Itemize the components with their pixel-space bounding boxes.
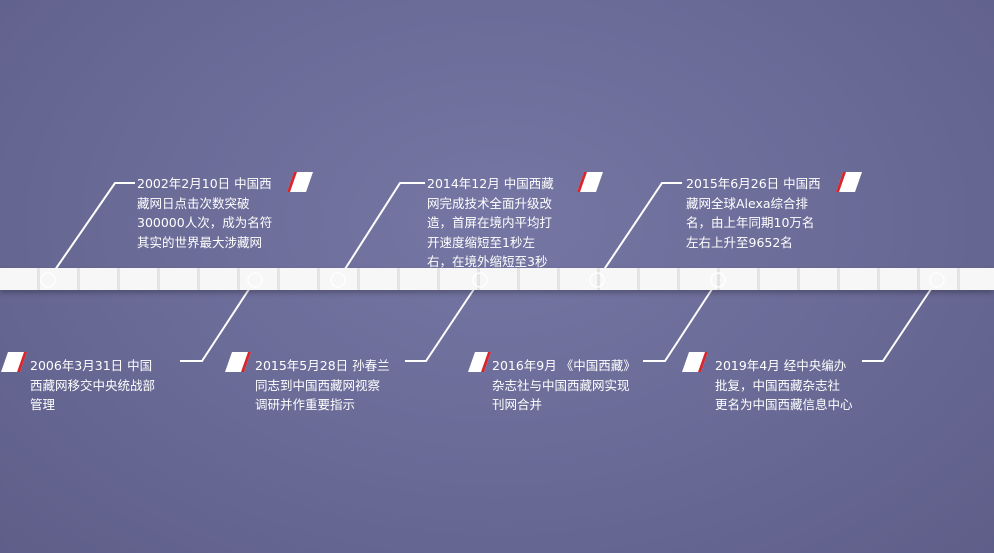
event-2016: 2016年9月 《中国西藏》 杂志社与中国西藏网实现 刊网合并 — [492, 356, 636, 415]
event-line: 网完成技术全面升级改 — [427, 195, 553, 211]
flag-icon — [1, 352, 27, 372]
connector-line — [405, 279, 481, 362]
event-line: 2015年6月26日 中国西 — [686, 176, 821, 191]
flag-icon — [836, 172, 862, 192]
event-line: 造，首屏在境内平均打 — [427, 215, 553, 230]
event-line: 开速度缩短至1秒左 — [427, 234, 535, 250]
event-line: 2015年5月28日 孙春兰 — [255, 358, 390, 373]
event-line: 右，在境外缩短至3秒 — [427, 254, 548, 269]
event-line: 杂志社与中国西藏网实现 — [492, 377, 630, 393]
event-line: 2002年2月10日 中国西 — [137, 176, 272, 191]
timeline-node — [929, 272, 945, 288]
event-line: 300000人次，成为名符 — [137, 215, 273, 230]
timeline-node — [472, 272, 488, 288]
event-line: 藏网日点击次数突破 — [137, 195, 250, 211]
event-line: 西藏网移交中央统战部 — [30, 377, 156, 393]
event-line: 同志到中国西藏网视察 — [255, 377, 381, 393]
timeline-node — [40, 272, 56, 288]
flag-icon — [468, 352, 491, 372]
connector-line — [180, 279, 256, 362]
flag-icon — [225, 352, 251, 372]
event-line: 其实的世界最大涉藏网 — [137, 234, 263, 250]
flag-icon — [682, 352, 708, 372]
connector-line — [862, 279, 938, 362]
event-line: 左右上升至9652名 — [686, 234, 793, 250]
connector-line — [47, 182, 135, 281]
event-2014: 2014年12月 中国西藏 网完成技术全面升级改 造，首屏在境内平均打 开速度缩… — [427, 174, 554, 272]
event-2015-06: 2015年6月26日 中国西 藏网全球Alexa综合排 名，由上年同期10万名 … — [686, 174, 821, 252]
event-line: 2014年12月 中国西藏 — [427, 176, 554, 191]
event-line: 2016年9月 《中国西藏》 — [492, 358, 636, 373]
timeline-node — [247, 272, 263, 288]
event-line: 刊网合并 — [492, 397, 543, 412]
event-line: 2006年3月31日 中国 — [30, 358, 153, 373]
event-line: 更名为中国西藏信息中心 — [715, 397, 853, 412]
event-2002: 2002年2月10日 中国西 藏网日点击次数突破 300000人次，成为名符 其… — [137, 174, 272, 252]
event-line: 管理 — [30, 397, 56, 412]
flag-icon — [577, 172, 603, 192]
event-2019: 2019年4月 经中央编办 批复，中国西藏杂志社 更名为中国西藏信息中心 — [715, 356, 853, 415]
connector-line — [643, 279, 719, 362]
event-line: 批复，中国西藏杂志社 — [715, 377, 841, 393]
connector-line — [596, 182, 682, 281]
timeline-band — [0, 268, 994, 290]
flag-icon — [287, 172, 313, 192]
event-line: 藏网全球Alexa综合排 — [686, 195, 809, 211]
timeline-node — [710, 272, 726, 288]
timeline-node — [589, 272, 605, 288]
connector-line — [337, 182, 425, 281]
event-2006: 2006年3月31日 中国 西藏网移交中央统战部 管理 — [30, 356, 155, 415]
event-line: 名，由上年同期10万名 — [686, 215, 815, 230]
event-line: 调研并作重要指示 — [255, 397, 356, 412]
event-2015-05: 2015年5月28日 孙春兰 同志到中国西藏网视察 调研并作重要指示 — [255, 356, 390, 415]
event-line: 2019年4月 经中央编办 — [715, 358, 847, 373]
timeline-node — [330, 272, 346, 288]
